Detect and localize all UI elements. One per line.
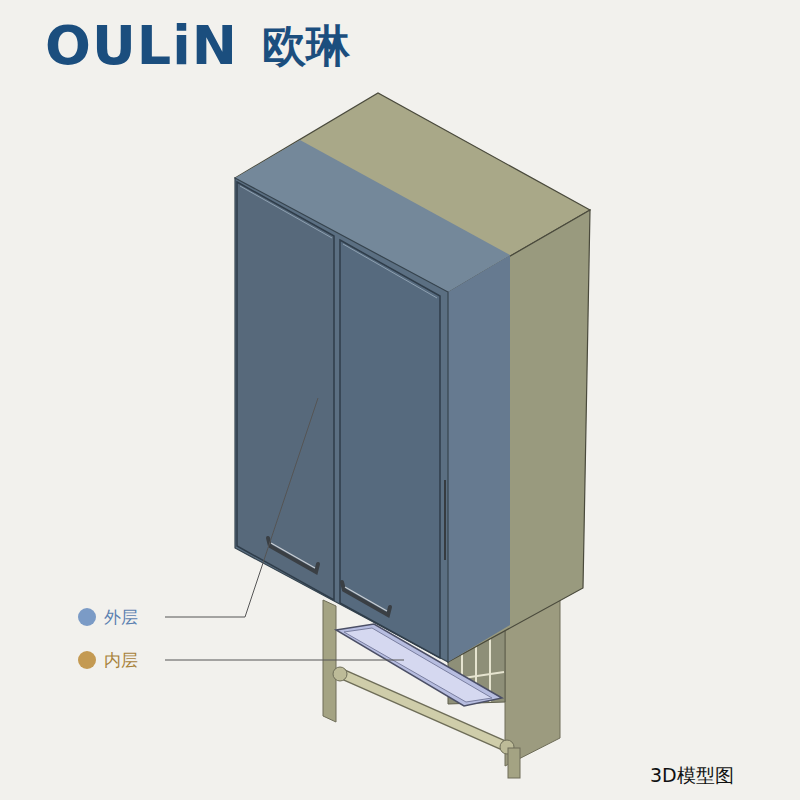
legend-label: 内层 [104,650,138,670]
brand-logo: OULiN [45,14,238,79]
leader-line [165,398,318,617]
towel-rod-shadow [342,674,505,746]
leader-line [165,660,404,661]
right-door [340,240,440,658]
towel-rod [342,674,505,746]
legend-label: 外层 [104,607,138,627]
brand-name: 欧琳 [262,20,350,73]
left-door [237,182,334,600]
hinge-line [444,480,446,560]
door-edge [240,186,332,238]
caption: 3D模型图 [650,764,734,787]
legend-swatch [78,651,96,669]
front-face [235,178,448,662]
rod-end [333,667,347,681]
outer-side [448,255,510,662]
door-edge [343,244,437,298]
bracket [508,748,520,778]
door-handle [268,538,390,615]
handle-highlight [271,543,387,611]
left-post [323,600,336,722]
legend-swatch [78,608,96,626]
